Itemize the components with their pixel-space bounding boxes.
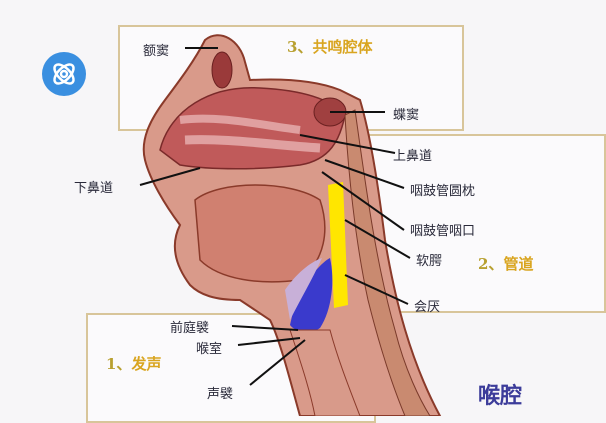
label-vocal-fold: 声襞 — [207, 387, 234, 402]
atom-icon — [53, 63, 75, 85]
trachea — [289, 329, 361, 416]
section-channel: 2、管道 — [478, 255, 534, 273]
frontal-sinus — [211, 51, 233, 89]
turbinate — [179, 114, 301, 134]
label-vestibular-fold: 前庭襞 — [170, 321, 210, 336]
tongue — [194, 184, 326, 283]
label-superior-meatus: 上鼻道 — [393, 149, 433, 164]
epiglottis-shape — [285, 258, 322, 320]
label-laryngeal-ventricle: 喉室 — [196, 342, 223, 357]
turbinate — [184, 135, 321, 153]
label-inferior-meatus: 下鼻道 — [74, 181, 114, 196]
section-phonation: 1、发声 — [106, 355, 162, 373]
leader-lines — [139, 47, 411, 386]
label-torus-tubarius: 咽鼓管圆枕 — [410, 184, 476, 199]
pharynx-highlight — [328, 182, 348, 308]
label-sphenoid-sinus: 蝶窦 — [393, 108, 420, 123]
app-logo[interactable] — [42, 52, 86, 96]
label-soft-palate: 软腭 — [416, 254, 443, 269]
label-epiglottis: 会厌 — [414, 300, 441, 315]
label-pharyngeal-opening: 咽鼓管咽口 — [410, 224, 476, 239]
diagram-title: 喉腔 — [478, 384, 523, 409]
larynx-highlight — [290, 258, 333, 332]
section-resonance: 3、共鸣腔体 — [287, 38, 373, 56]
label-frontal-sinus: 额窦 — [143, 44, 170, 59]
